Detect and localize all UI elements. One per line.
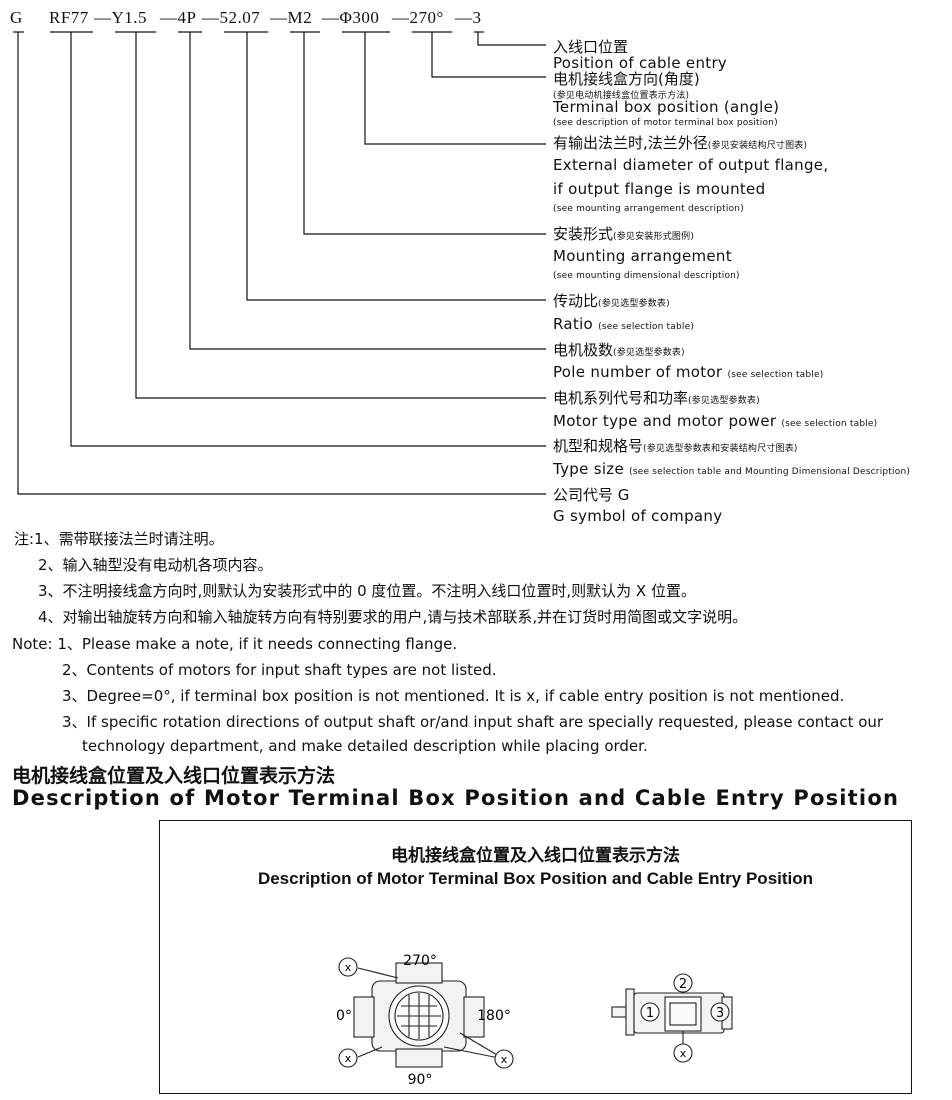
code-flange: —Φ300 <box>322 8 380 27</box>
entry-position-x: x <box>680 1047 687 1060</box>
entry-x-bottom-right: x <box>501 1053 508 1066</box>
label-type-en-row: Type size (see selection table and Mount… <box>553 459 910 478</box>
note-cn-3: 3、不注明接线盒方向时,则默认为安装形式中的 0 度位置。不注明入线口位置时,则… <box>38 582 696 600</box>
label-motor-en-note: (see selection table) <box>781 419 878 429</box>
code-motor: —Y1.5 <box>94 8 148 27</box>
entry-x-top-left: x <box>345 961 352 974</box>
label-cable-entry-cn: 入线口位置 <box>553 38 629 56</box>
label-flange-en-2: if output flange is mounted <box>553 180 766 198</box>
angle-0-label: 0° <box>336 1008 352 1024</box>
note-en-3: 3、Degree=0°, if terminal box position is… <box>62 687 845 705</box>
label-ratio-en-note: (see selection table) <box>598 322 695 332</box>
code-cable-entry: —3 <box>455 8 482 27</box>
label-ratio-en-row: Ratio (see selection table) <box>553 314 694 333</box>
label-motor-cn-row: 电机系列代号和功率(参见选型参数表) <box>553 387 760 408</box>
label-company-cn: 公司代号 G <box>553 486 630 504</box>
angle-270-label: 270° <box>403 953 437 969</box>
note-en-1: Note: 1、Please make a note, if it needs … <box>12 635 458 653</box>
motor-diagrams: x x x 270° 0° 180° 90° 1 2 3 <box>336 953 733 1088</box>
entry-position-3: 3 <box>716 1006 724 1021</box>
code-pole: —4P <box>160 8 197 27</box>
section-title-cn: 电机接线盒位置及入线口位置表示方法 <box>12 765 336 787</box>
label-pole-cn-row: 电机极数(参见选型参数表) <box>553 339 685 360</box>
label-flange-en-note: (see mounting arrangement description) <box>553 204 744 214</box>
label-type-cn-row: 机型和规格号(参见选型参数表和安装结构尺寸图表) <box>553 435 798 456</box>
label-company-en: G symbol of company <box>553 507 723 525</box>
label-flange-en-1: External diameter of output flange, <box>553 156 829 174</box>
label-pole-en-row: Pole number of motor (see selection tabl… <box>553 362 823 381</box>
label-terminal-cn-note: (参见电动机接线盒位置表示方法) <box>553 91 690 101</box>
cable-entry-diagram <box>611 988 733 1045</box>
code-type-size: RF77 <box>49 8 89 27</box>
note-en-4: 3、If specific rotation directions of out… <box>62 713 884 731</box>
label-motor-cn: 电机系列代号和功率 <box>553 389 689 407</box>
note-en-4-cont: technology department, and make detailed… <box>82 737 648 755</box>
label-ratio-cn-note: (参见选型参数表) <box>598 299 670 309</box>
note-en-2: 2、Contents of motors for input shaft typ… <box>62 661 497 679</box>
section-title-en: Description of Motor Terminal Box Positi… <box>12 786 900 810</box>
label-pole-en-note: (see selection table) <box>727 370 824 380</box>
label-type-en-note: (see selection table and Mounting Dimens… <box>629 467 911 477</box>
angle-180-label: 180° <box>477 1008 511 1024</box>
label-cable-entry-en: Position of cable entry <box>553 54 728 72</box>
label-type-cn-note: (参见选型参数表和安装结构尺寸图表) <box>643 444 798 454</box>
label-mount-cn-row: 安装形式(参见安装形式图例) <box>553 223 694 244</box>
label-pole-cn-note: (参见选型参数表) <box>613 348 685 358</box>
terminal-box-diagram <box>353 962 505 1068</box>
box-title-en: Description of Motor Terminal Box Positi… <box>257 869 814 888</box>
cable-entry-markers-right <box>640 973 730 1063</box>
note-cn-1: 注:1、需带联接法兰时请注明。 <box>14 530 224 548</box>
label-mount-en: Mounting arrangement <box>553 247 732 265</box>
label-ratio-cn-row: 传动比(参见选型参数表) <box>553 290 670 311</box>
label-mount-cn: 安装形式 <box>553 225 614 243</box>
label-flange-cn-row: 有输出法兰时,法兰外径(参见安装结构尺寸图表) <box>553 132 807 153</box>
label-terminal-en-note: (see description of motor terminal box p… <box>553 118 778 128</box>
label-ratio-en: Ratio <box>553 315 594 333</box>
code-mount: —M2 <box>270 8 313 27</box>
entry-position-1: 1 <box>646 1006 654 1021</box>
label-terminal-cn: 电机接线盒方向(角度) <box>553 70 700 88</box>
angle-90-label: 90° <box>408 1072 433 1088</box>
box-title-cn: 电机接线盒位置及入线口位置表示方法 <box>391 846 680 866</box>
label-terminal-en: Terminal box position (angle) <box>553 98 780 116</box>
label-motor-cn-note: (参见选型参数表) <box>688 396 760 406</box>
code-g: G <box>10 8 23 27</box>
diagram-box: 电机接线盒位置及入线口位置表示方法 Description of Motor T… <box>159 820 912 1094</box>
label-mount-en-note: (see mounting dimensional description) <box>553 271 740 281</box>
label-motor-en: Motor type and motor power <box>553 412 777 430</box>
entry-position-2: 2 <box>679 977 687 992</box>
label-pole-cn: 电机极数 <box>553 341 614 359</box>
entry-x-bottom-left: x <box>345 1052 352 1065</box>
label-flange-cn: 有输出法兰时,法兰外径 <box>553 134 708 152</box>
note-cn-2: 2、输入轴型没有电动机各项内容。 <box>38 556 273 574</box>
label-pole-en: Pole number of motor <box>553 363 723 381</box>
label-motor-en-row: Motor type and motor power (see selectio… <box>553 411 877 430</box>
label-type-en: Type size <box>553 460 625 478</box>
label-mount-cn-note: (参见安装形式图例) <box>613 232 695 242</box>
note-cn-4: 4、对输出轴旋转方向和输入轴旋转方向有特别要求的用户,请与技术部联系,并在订货时… <box>38 608 748 626</box>
label-ratio-cn: 传动比 <box>553 292 599 310</box>
code-ratio: —52.07 <box>202 8 261 27</box>
leader-lines <box>13 31 546 495</box>
cable-entry-markers-left <box>338 957 514 1069</box>
label-type-cn: 机型和规格号 <box>553 437 644 455</box>
code-terminal: —270° <box>392 8 444 27</box>
label-flange-cn-note: (参见安装结构尺寸图表) <box>707 141 808 151</box>
